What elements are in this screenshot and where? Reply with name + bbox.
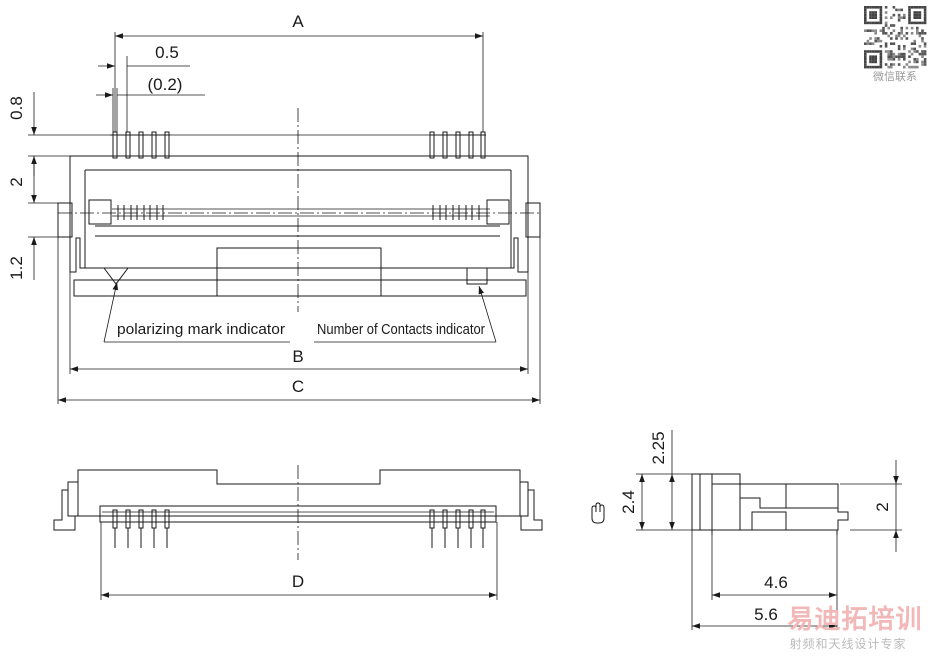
polarizing-annotation: polarizing mark indicator: [103, 281, 290, 343]
dim-left-vertical: 0.8 2 1.2: [7, 92, 110, 280]
side-housing: [691, 473, 849, 531]
dim-D-label: D: [292, 572, 304, 591]
inner-contact-row: [112, 205, 490, 220]
actuator-center-block: [216, 247, 382, 297]
right-latch: [525, 202, 541, 238]
side-view: 2.25 2.4 2 4.6 5.6: [619, 430, 902, 630]
front-contacts-left: [112, 509, 170, 548]
right-lock-tab: [486, 199, 510, 225]
contacts-label: Number of Contacts indicator: [317, 321, 485, 338]
watermark-logo: 易迪拓培训 射频和天线设计专家: [787, 604, 922, 651]
upper-contacts-right: [429, 131, 486, 159]
left-lock-tab: [88, 199, 112, 225]
front-left-leg: [53, 489, 76, 531]
watermark-tagline: 射频和天线设计专家: [789, 636, 906, 651]
side-width-outer-label: 5.6: [754, 605, 778, 624]
hand-cursor-icon: [591, 502, 605, 524]
dim-pitch-width-label: (0.2): [148, 75, 183, 94]
side-dims-left: 2.25 2.4: [619, 430, 700, 531]
side-front-block: [711, 483, 741, 531]
side-top-dim-label: 2.25: [649, 431, 668, 464]
dim-latch-label: 1.2: [7, 256, 26, 280]
front-right-leg: [520, 489, 543, 531]
side-height-dim-label: 2.4: [619, 490, 638, 514]
dim-B-label: B: [292, 347, 303, 366]
polarizing-mark: [103, 267, 129, 285]
dim-B: B: [69, 272, 529, 374]
dim-C-label: C: [292, 377, 304, 396]
front-view: D: [53, 465, 543, 600]
qr-code: [864, 6, 927, 69]
side-dim-right: 2: [840, 460, 902, 552]
top-view: A 0.5 (0.2) 0.8 2: [7, 12, 541, 404]
side-dims-bottom: 4.6 5.6: [691, 530, 838, 630]
polarizing-label: polarizing mark indicator: [117, 321, 285, 338]
qr-caption: 微信联系: [873, 69, 917, 83]
front-contact-strip: [99, 505, 497, 523]
dim-D: D: [100, 522, 498, 600]
dim-pitch-label: 0.5: [155, 43, 179, 62]
contacts-annotation: Number of Contacts indicator: [314, 285, 497, 343]
dim-depth-label: 2: [7, 177, 26, 186]
dim-lead-length-label: 0.8: [7, 96, 26, 120]
dim-A: A: [114, 12, 484, 132]
dim-A-label: A: [292, 12, 304, 31]
contacts-indicator-window: [466, 267, 488, 285]
actuator-bar: [73, 279, 527, 297]
side-step: [740, 497, 786, 509]
dim-pitch: 0.5: [98, 43, 190, 132]
side-width-inner-label: 4.6: [764, 573, 788, 592]
left-latch: [57, 202, 73, 238]
side-lower-block: [751, 511, 787, 531]
front-contacts-right: [429, 509, 486, 548]
dim-C: C: [57, 237, 541, 404]
side-upper-block: [785, 483, 839, 509]
dim-pitch-width: (0.2): [96, 75, 205, 132]
side-right-dim-label: 2: [873, 502, 892, 511]
upper-contacts-left: [110, 131, 430, 159]
watermark-logo-text: 易迪拓培训: [787, 604, 922, 634]
